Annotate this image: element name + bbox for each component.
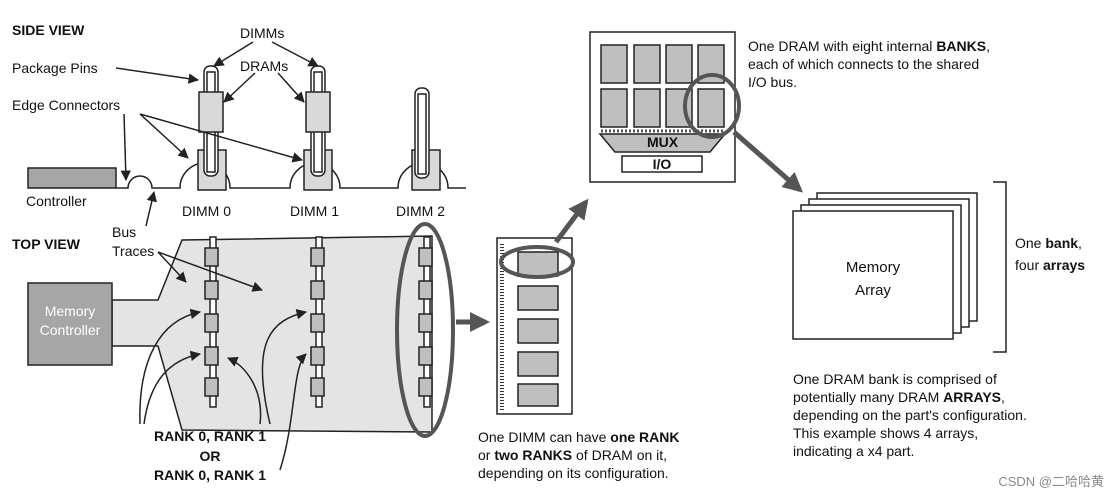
dram-caption-text: One DRAM with eight internal [748, 38, 937, 54]
dimm-caption-text: or [478, 447, 495, 463]
four-arrays-label: four arrays [1015, 257, 1085, 274]
dimms-label: DIMMs [240, 25, 285, 41]
memory-array-label-2: Array [855, 282, 891, 299]
side-dimm-0 [197, 65, 227, 191]
bank-arrays [792, 192, 978, 340]
bank-caption-text: potentially many DRAM [793, 389, 944, 405]
dimm-2-label: DIMM 2 [396, 203, 445, 219]
side-view-heading: SIDE VIEW [12, 22, 85, 38]
top-view-diagram [27, 222, 455, 438]
rank-option-2: RANK 0, RANK 1 [153, 467, 266, 483]
arrow-to-dram-chip [554, 198, 589, 244]
dram-caption-text: each of which connects to the shared [748, 56, 980, 72]
side-controller-box [27, 167, 117, 189]
dimm-caption: One DIMM can have one RANK or two RANKS … [478, 428, 680, 482]
one-bank-label: One bank, [1015, 235, 1082, 252]
dram-caption: One DRAM with eight internal BANKS, each… [748, 37, 990, 91]
watermark: CSDN @二哈哈黄 [998, 474, 1104, 489]
side-dimm-1 [303, 65, 333, 191]
dram-caption-text: I/O bus. [748, 74, 798, 90]
edge-connectors-label: Edge Connectors [12, 97, 121, 113]
bank-caption: One DRAM bank is comprised of potentiall… [793, 370, 1027, 460]
io-box [621, 155, 703, 173]
bank-caption-text: , [1001, 389, 1005, 405]
side-view-diagram [27, 41, 466, 227]
arrow-to-bank [732, 130, 804, 193]
dimm-detail [496, 237, 575, 415]
dimm-chip-highlight-ellipse [499, 245, 575, 279]
dram-chip-diagram [589, 31, 741, 183]
top-view-heading: TOP VIEW [12, 236, 80, 252]
io-label: I/O [652, 156, 672, 172]
dimm-2-highlight-ellipse [395, 222, 455, 438]
dimm-caption-text: One DIMM can have [478, 429, 611, 445]
dimm-0-label: DIMM 0 [182, 203, 231, 219]
mux-trapezoid [598, 133, 727, 153]
memory-controller-label-2: Controller [39, 322, 101, 338]
dimm-1-label: DIMM 1 [290, 203, 339, 219]
bus-trace-band [111, 235, 433, 433]
side-dimm-2 [411, 87, 441, 191]
bus-traces-label-2: Traces [112, 243, 155, 259]
top-dimm-1 [310, 236, 325, 408]
top-dimm-2 [418, 236, 433, 408]
top-view-arrows [139, 251, 308, 471]
rank-option-1: RANK 0, RANK 1 [153, 428, 266, 444]
rank-or: OR [199, 448, 221, 464]
one-bank-bold: bank [1045, 235, 1079, 251]
four-arrays-bold: arrays [1043, 257, 1086, 273]
drams-label: DRAMs [240, 58, 289, 74]
mux-label: MUX [646, 134, 679, 150]
bank-caption-text: indicating a x4 part. [793, 443, 915, 459]
dram-caption-text: , [986, 38, 990, 54]
bus-traces-label-1: Bus [112, 224, 137, 240]
bank-highlight-ellipse [683, 73, 741, 139]
bank-caption-text: depending on the part's configuration. [793, 407, 1027, 423]
package-pins-label: Package Pins [12, 60, 98, 76]
dimm-caption-one-rank: one RANK [610, 429, 680, 445]
dram-caption-banks: BANKS [936, 38, 987, 54]
four-arrays-text: four [1015, 257, 1044, 273]
one-bank-text: One [1015, 235, 1046, 251]
memory-array-sheet [792, 210, 954, 340]
memory-controller-box [27, 282, 113, 366]
memory-controller-label-1: Memory [44, 303, 96, 319]
bank-caption-text: One DRAM bank is comprised of [793, 371, 997, 387]
memory-array-label-1: Memory [845, 259, 901, 276]
one-bank-text: , [1078, 235, 1082, 251]
controller-label: Controller [26, 193, 87, 209]
dimm-caption-text: depending on its configuration. [478, 465, 669, 481]
top-dimm-0 [204, 236, 219, 408]
bank-caption-text: This example shows 4 arrays, [793, 425, 979, 441]
bank-bracket [993, 181, 1007, 353]
bank-caption-arrays: ARRAYS [943, 389, 1002, 405]
dimm-caption-two-ranks: two RANKS [494, 447, 573, 463]
dimm-caption-text: of DRAM on it, [572, 447, 668, 463]
